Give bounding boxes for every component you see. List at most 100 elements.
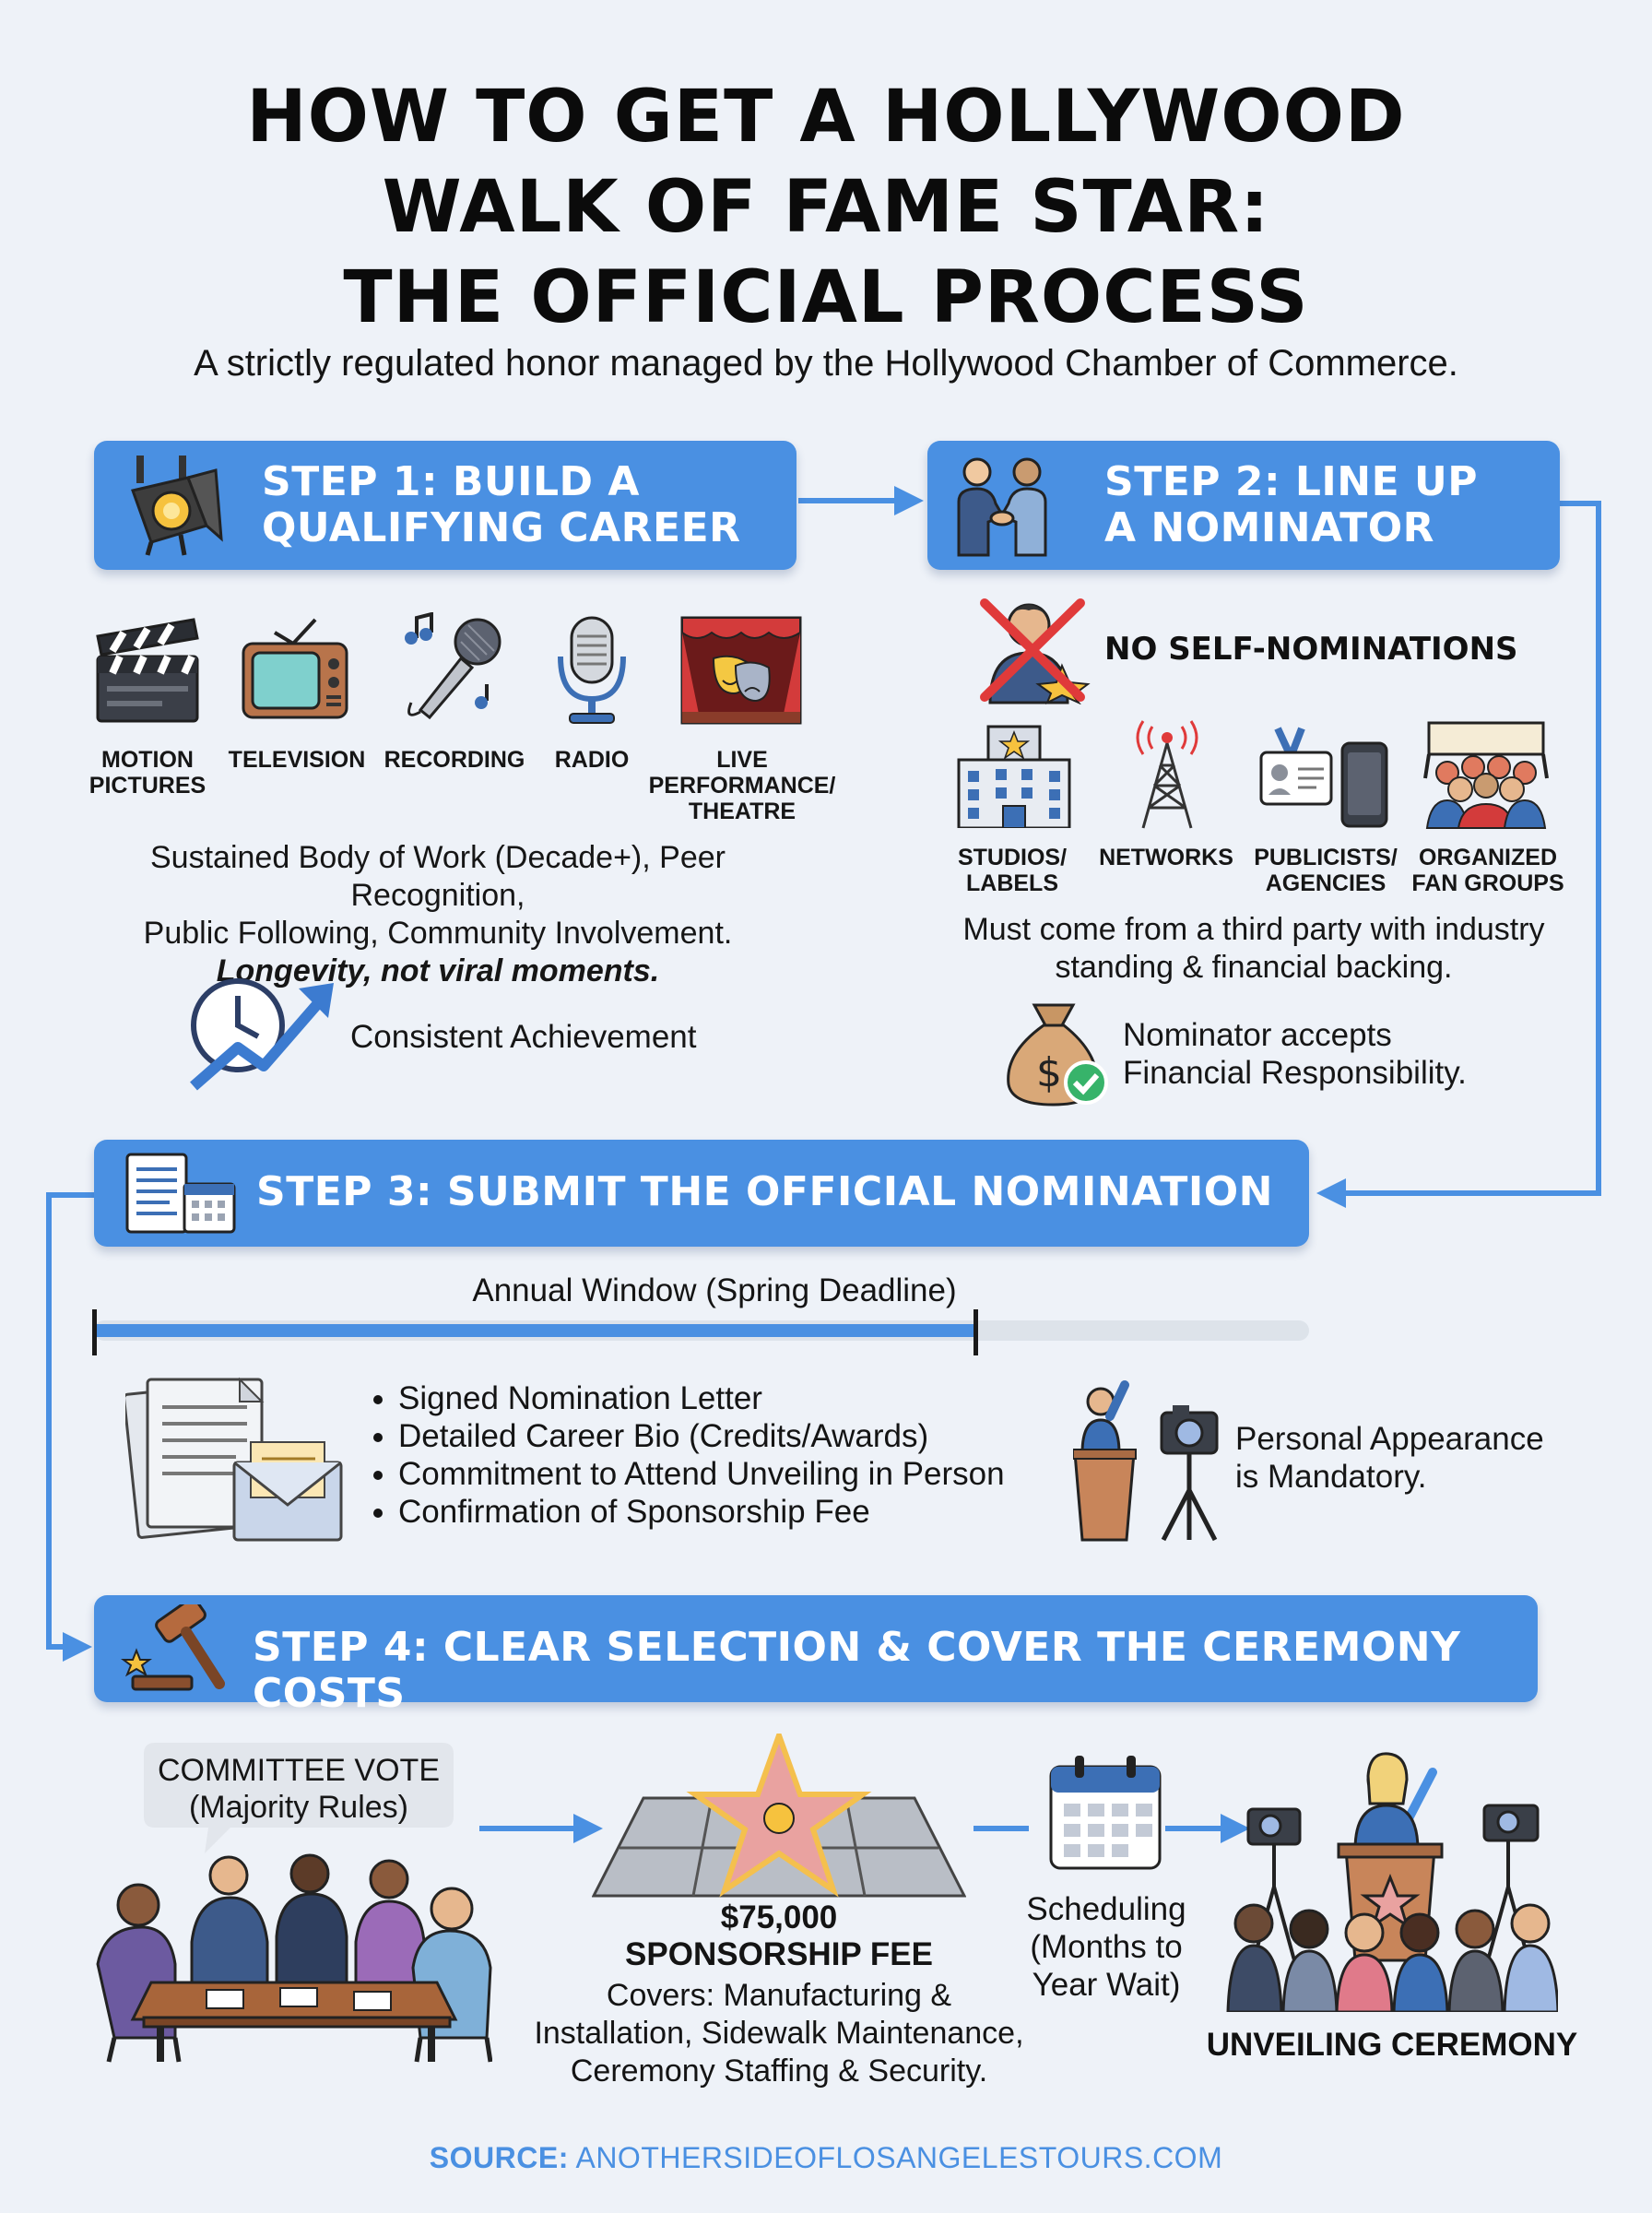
vote-line-2: (Majority Rules) [188,1790,409,1825]
handshake-icon [957,457,1047,557]
source-link[interactable]: ANOTHERSIDEOFLOSANGELESTOURS.COM [575,2141,1223,2174]
step1-title-line-2: QUALIFYING CAREER [262,504,741,551]
fee-desc-line-3: Ceremony Staffing & Security. [570,2053,988,2089]
criteria-line-1: Sustained Body of Work (Decade+), Peer R… [150,840,726,913]
connector-step3-left [46,1192,96,1198]
connector-right-vertical [1596,501,1601,1196]
career-criteria: Sustained Body of Work (Decade+), Peer R… [65,839,811,990]
unveiling-ceremony-icon [1226,1752,1558,2012]
title-line-2: WALK OF FAME STAR: [382,166,1270,249]
fee-desc-line-1: Covers: Manufacturing & [606,1978,952,2013]
window-start-tick [92,1309,97,1355]
nominator-studios-labels: STUDIOS/LABELS [957,845,1068,896]
schedule-line-2: (Months to [1030,1929,1183,1965]
connector-step1-step2 [798,498,900,503]
subtitle: A strictly regulated honor managed by th… [194,343,1458,384]
nominator-networks: NETWORKS [1099,845,1233,870]
source-credit: SOURCE: ANOTHERSIDEOFLOSANGELESTOURS.COM [0,2141,1652,2175]
step2-title-line-2: A NOMINATOR [1104,504,1435,551]
criteria-line-2: Public Following, Community Involvement. [143,916,733,951]
radio-microphone-icon [558,616,626,724]
unveiling-ceremony-label: UNVEILING CEREMONY [1206,2027,1578,2063]
connector-step2-right [1560,501,1601,506]
microphone-icon [405,612,502,720]
step3-header: STEP 3: SUBMIT THE OFFICIAL NOMINATION [94,1140,1309,1247]
step2-header: STEP 2: LINE UP A NOMINATOR [927,441,1560,570]
spotlight-icon [131,456,223,556]
arrowhead-icon [573,1814,603,1843]
clapperboard-icon [96,618,199,723]
fee-desc-line-2: Installation, Sidewalk Maintenance, [534,2016,1024,2051]
appearance-line-2: is Mandatory. [1235,1459,1427,1495]
broadcast-tower-icon [1136,720,1198,829]
committee-vote: COMMITTEE VOTE (Majority Rules) [144,1752,454,1826]
deadline-window-fill [94,1324,977,1337]
third-party-line-2: standing & financial backing. [1055,950,1453,985]
requirement-item: Confirmation of Sponsorship Fee [398,1493,1071,1531]
podium-camera-icon [1073,1380,1219,1542]
clock-growth-icon [190,978,334,1091]
walk-of-fame-star-icon [592,1734,966,1898]
no-self-nomination-icon [980,598,1091,704]
committee-meeting-icon [96,1853,492,2063]
step4-title: STEP 4: CLEAR SELECTION & COVER THE CERE… [253,1624,1461,1717]
calendar-icon [1049,1756,1162,1870]
schedule-line-1: Scheduling [1026,1891,1186,1927]
connector-to-step3 [1346,1190,1601,1196]
requirement-item: Commitment to Attend Unveiling in Person [398,1455,1071,1493]
studio-building-icon [957,725,1071,828]
personal-appearance-note: Personal Appearance is Mandatory. [1235,1420,1544,1496]
window-end-tick [974,1309,978,1355]
requirements-list: Signed Nomination Letter Detailed Career… [371,1379,1071,1531]
longevity-emphasis: Longevity, not viral moments. [216,953,660,988]
source-label: SOURCE: [429,2141,569,2174]
connector-left-vertical [46,1192,52,1650]
no-self-nominations: NO SELF-NOMINATIONS [1104,631,1518,668]
annual-window-label: Annual Window (Spring Deadline) [472,1272,957,1308]
connector-schedule-ceremony [1165,1826,1230,1831]
theatre-masks-icon [680,616,802,725]
documents-envelope-icon [125,1377,343,1542]
category-radio: RADIO [554,747,630,773]
television-icon [242,618,348,719]
financial-line-2: Financial Responsibility. [1123,1055,1467,1091]
third-party-requirement: Must come from a third party with indust… [922,911,1586,987]
step2-title-line-1: STEP 2: LINE UP [1104,458,1478,505]
arrowhead-icon [1221,1814,1250,1843]
gavel-icon [121,1604,225,1691]
fee-label: SPONSORSHIP FEE [625,1936,933,1972]
fan-crowd-icon [1423,721,1549,829]
arrowhead-icon [1316,1178,1346,1208]
nominator-publicists-agencies: PUBLICISTS/AGENCIES [1254,845,1398,896]
step4-header: STEP 4: CLEAR SELECTION & COVER THE CERE… [94,1595,1538,1717]
connector-fee-schedule [974,1826,1029,1831]
step1-title-line-1: STEP 1: BUILD A [262,458,640,505]
third-party-line-1: Must come from a third party with indust… [962,912,1545,947]
nomination-form-icon [125,1153,236,1234]
title-line-1: HOW TO GET A HOLLYWOOD [246,76,1406,159]
arrowhead-icon [894,486,924,515]
category-television: TELEVISION [228,747,366,773]
scheduling-note: Scheduling (Months to Year Wait) [996,1890,1217,2004]
vote-line-1: COMMITTEE VOTE [158,1753,440,1788]
financial-responsibility: Nominator accepts Financial Responsibili… [1123,1016,1467,1092]
page-title: HOW TO GET A HOLLYWOOD WALK OF FAME STAR… [0,72,1652,343]
step3-title: STEP 3: SUBMIT THE OFFICIAL NOMINATION [256,1168,1273,1215]
title-line-3: THE OFFICIAL PROCESS [343,256,1309,339]
appearance-line-1: Personal Appearance [1235,1421,1544,1457]
schedule-line-3: Year Wait) [1032,1967,1181,2003]
arrowhead-icon [63,1632,92,1662]
sponsorship-fee-block: $75,000 SPONSORSHIP FEE Covers: Manufact… [516,1899,1042,2090]
svg-text:$: $ [1036,1049,1062,1096]
category-recording: RECORDING [384,747,525,773]
speech-bubble [144,1743,454,1853]
step1-header: STEP 1: BUILD A QUALIFYING CAREER [94,441,796,570]
fee-amount: $75,000 [720,1899,838,1935]
requirement-item: Detailed Career Bio (Credits/Awards) [398,1417,1071,1455]
financial-line-1: Nominator accepts [1123,1017,1392,1053]
consistent-achievement: Consistent Achievement [350,1019,697,1055]
money-bag-check-icon: $ [1007,1003,1108,1106]
